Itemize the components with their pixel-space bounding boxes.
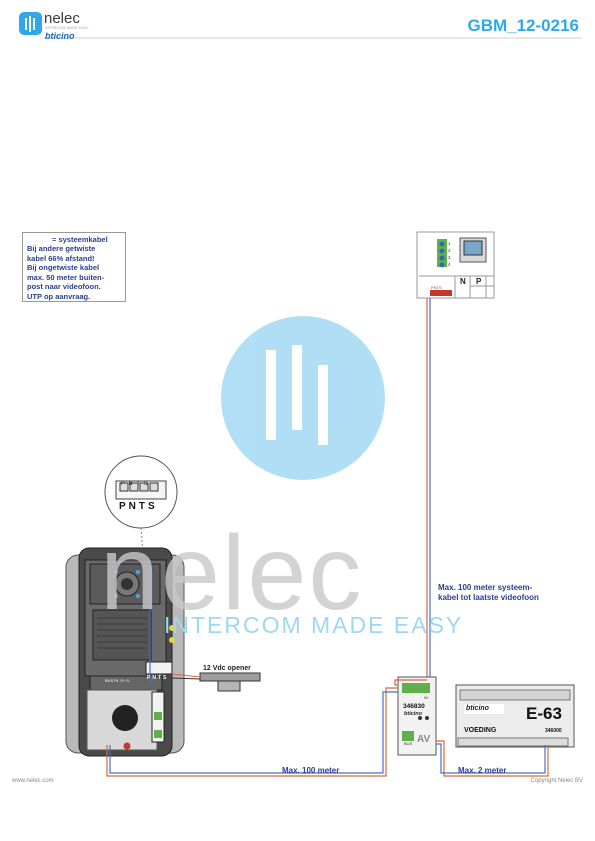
zoom-terminal-labels: P N T S [119, 501, 155, 512]
microphone-icon [112, 705, 138, 731]
psu-name: VOEDING [464, 727, 497, 734]
footer-website: www.nelec.com [12, 778, 54, 784]
door-station [65, 547, 185, 757]
bus-labels: BUS PL S+ S- [105, 678, 131, 683]
zoom-label: S [144, 481, 148, 487]
zoom-label: S [148, 501, 155, 512]
interface-bus-label: BUS [404, 741, 413, 746]
videophone-unit [416, 231, 495, 299]
legend-text: Bij andere getwiste kabel 66% afstand! B… [27, 244, 105, 301]
door-terminal-labels: P N T S [147, 675, 166, 681]
interface-in-label: IN [424, 695, 428, 700]
cable-note-line2: kabel tot laatste videofoon [438, 593, 539, 602]
interface-model: 346830 [403, 703, 425, 710]
interface-mode: AV [417, 734, 431, 745]
document-code: GBM_12-0216 [467, 16, 579, 35]
cable-segment-b-label: Max. 2 meter [458, 766, 507, 775]
zoom-terminal-labels-small: P N T S [121, 481, 148, 487]
door-terminal-label: N [152, 675, 156, 681]
cable-runs [106, 560, 549, 777]
door-terminal-label: S [163, 675, 167, 681]
zoom-label: T [136, 481, 141, 487]
jumper-block [430, 290, 452, 296]
psu-brand: bticino [466, 705, 489, 712]
zoom-label: P [121, 481, 125, 487]
terminal-number: 3 [448, 255, 451, 260]
opener-label: 12 Vdc opener [203, 665, 251, 672]
cable-length-note: Max. 100 meter systeem- kabel tot laatst… [438, 583, 539, 603]
legend-heading: = systeemkabel [52, 235, 108, 244]
interface-unit [397, 676, 437, 756]
terminal-number: 4 [448, 262, 451, 267]
cable-riser [426, 298, 431, 684]
jumper-label: PNTS [431, 285, 442, 290]
power-supply-unit [455, 684, 575, 748]
psu-model: E-63 [526, 704, 562, 723]
legend-box [22, 232, 126, 302]
zoom-label: T [138, 501, 146, 512]
watermark-logo-icon [221, 316, 385, 480]
videophone-terminal-numbers: 1 2 3 4 [448, 240, 454, 268]
footer-copyright: Copyright Nelec BV [530, 778, 583, 784]
power-label-n: N [460, 277, 466, 286]
interface-brand: bticino [404, 711, 423, 717]
cable-segment-a-label: Max. 100 meter [282, 766, 340, 775]
terminal-number: 1 [448, 241, 451, 246]
watermark-brand: nelec [100, 514, 364, 632]
watermark-tagline: INTERCOM MADE EASY [164, 612, 464, 638]
door-terminal-label: T [157, 675, 162, 681]
nelec-logo-icon [19, 12, 42, 35]
door-opener-icon [171, 672, 261, 692]
terminal-zoom-detail [104, 455, 178, 671]
zoom-label: P [119, 501, 126, 512]
power-label-p: P [476, 277, 482, 286]
terminal-number: 2 [448, 248, 451, 253]
brand-name: nelec [44, 10, 80, 27]
door-terminal-label: P [147, 675, 151, 681]
brand-tagline: INTERCOM MADE EASY [45, 26, 89, 30]
zoom-label: N [128, 481, 133, 487]
partner-logo: bticino [45, 31, 75, 41]
cable-note-line1: Max. 100 meter systeem- [438, 583, 533, 592]
psu-article: 346000 [545, 728, 562, 734]
zoom-label: N [128, 501, 136, 512]
